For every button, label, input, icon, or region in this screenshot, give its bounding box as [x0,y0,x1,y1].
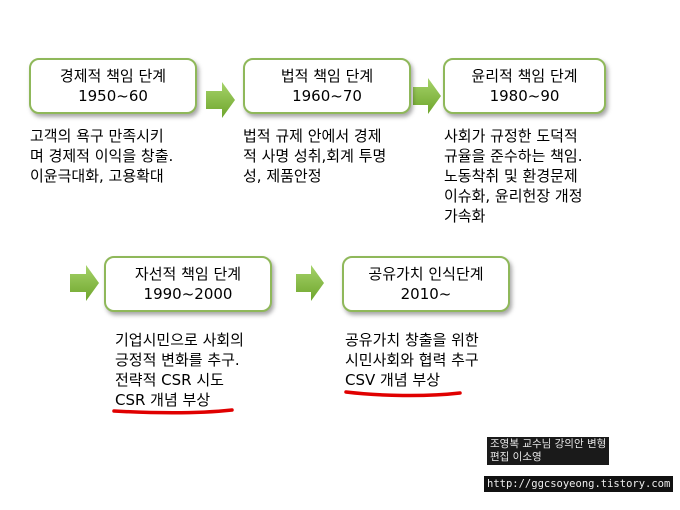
stage-description-legal: 법적 규제 안에서 경제 적 사명 성취,회계 투명 성, 제품안정 [243,126,386,186]
description-line: 이윤극대화, 고용확대 [30,167,164,185]
description-line: 사회가 규정한 도덕적 [444,127,578,145]
description-line: CSV 개념 부상 [345,371,440,389]
stage-description-philanthropic: 기업시민으로 사회의 긍정적 변화를 추구. 전략적 CSR 시도 CSR 개념… [115,330,244,410]
description-line: 성, 제품안정 [243,167,322,185]
description-line: 규율을 준수하는 책임. [444,147,583,165]
stage-box-ethical: 윤리적 책임 단계 1980~90 [443,58,606,114]
underline-csr [112,408,234,415]
credit-line: 조영복 교수님 강의안 변형 [490,438,607,450]
stage-period: 1990~2000 [143,285,233,303]
stage-box-shared-value: 공유가치 인식단계 2010~ [342,256,510,312]
stage-period: 2010~ [400,285,452,303]
description-line: 긍정적 변화를 추구. [115,351,240,369]
description-line: 기업시민으로 사회의 [115,331,244,349]
stage-box-economic: 경제적 책임 단계 1950~60 [29,58,197,114]
description-line: 공유가치 창출을 위한 [345,331,479,349]
description-line: 시민사회와 협력 추구 [345,351,479,369]
arrow-icon [413,78,441,114]
arrow-icon [296,265,324,301]
arrow-icon [70,265,99,301]
stage-title: 경제적 책임 단계 [59,67,167,85]
description-line: 적 사명 성취,회계 투명 [243,147,387,165]
underline-csv [344,390,462,398]
stage-description-ethical: 사회가 규정한 도덕적 규율을 준수하는 책임. 노동착취 및 환경문제 이슈화… [444,126,583,226]
description-line: 전략적 CSR 시도 [115,371,224,389]
stage-period: 1960~70 [292,87,362,105]
description-line: 노동착취 및 환경문제 [444,167,578,185]
stage-description-shared-value: 공유가치 창출을 위한 시민사회와 협력 추구 CSV 개념 부상 [345,330,479,390]
credit-caption: 조영복 교수님 강의안 변형 편집 이소영 [487,437,610,465]
description-line: 며 경제적 이익을 창출. [30,147,174,165]
stage-description-economic: 고객의 욕구 만족시키 며 경제적 이익을 창출. 이윤극대화, 고용확대 [30,126,173,186]
description-line: 법적 규제 안에서 경제 [243,127,382,145]
stage-box-philanthropic: 자선적 책임 단계 1990~2000 [104,256,272,312]
source-url: http://ggcsoyeong.tistory.com [484,476,674,492]
stage-period: 1980~90 [489,87,560,105]
stage-title: 공유가치 인식단계 [368,265,484,283]
stage-title: 윤리적 책임 단계 [471,67,578,85]
arrow-icon [206,82,235,118]
description-line: 고객의 욕구 만족시키 [30,127,164,145]
credit-line: 편집 이소영 [490,451,542,463]
description-line: 이슈화, 윤리헌장 개정 [444,187,583,205]
stage-period: 1950~60 [78,87,148,105]
stage-title: 자선적 책임 단계 [134,265,242,283]
description-line: CSR 개념 부상 [115,391,211,409]
stage-box-legal: 법적 책임 단계 1960~70 [243,58,411,114]
stage-title: 법적 책임 단계 [280,67,374,85]
description-line: 가속화 [444,207,486,225]
